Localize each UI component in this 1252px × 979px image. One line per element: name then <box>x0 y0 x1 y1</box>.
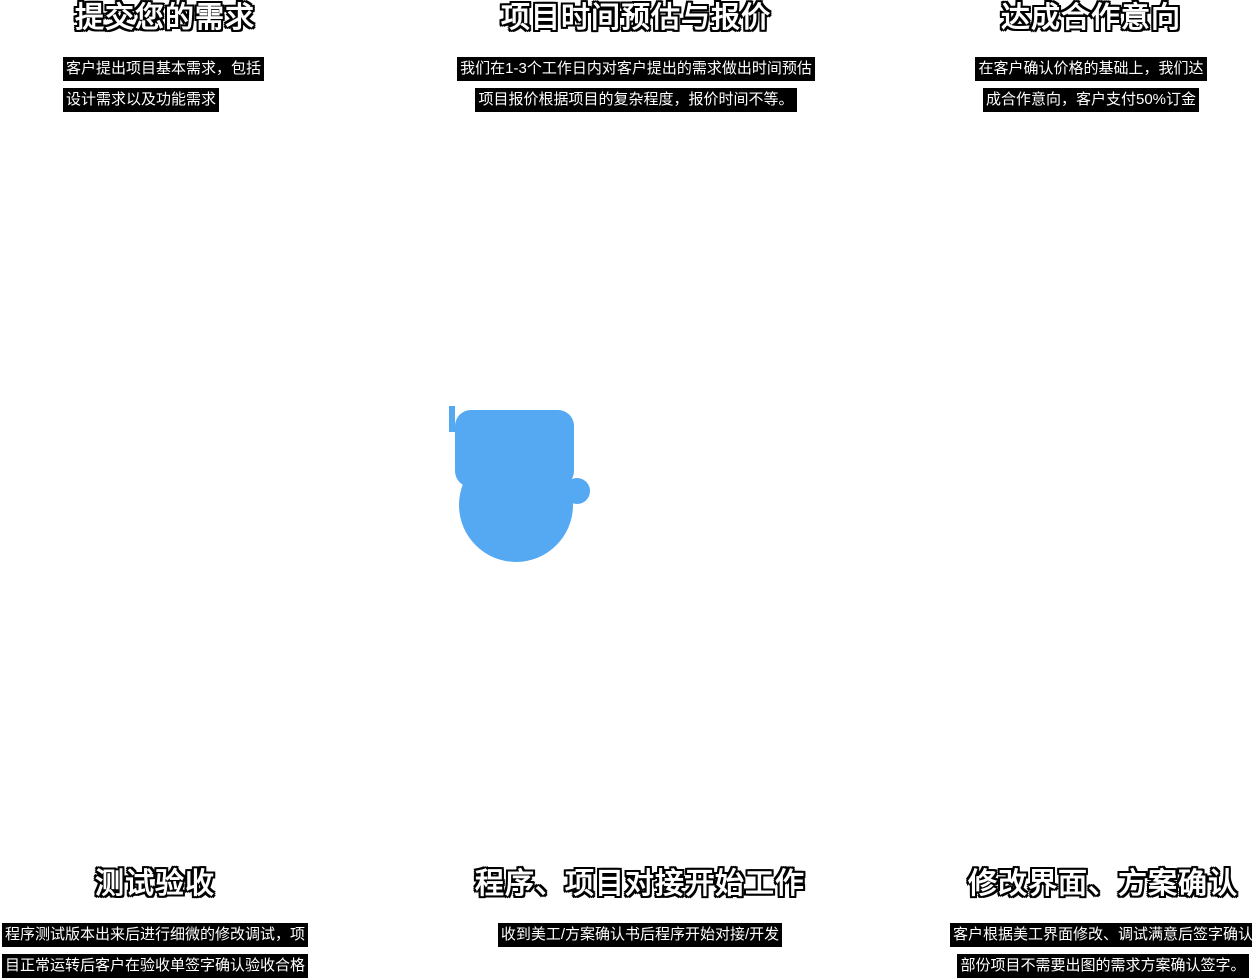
step-description: 客户提出项目基本需求，包括 设计需求以及功能需求 <box>15 57 315 112</box>
center-process-icon <box>448 404 590 566</box>
step-ui-revision-confirm: 修改界面、方案确认 客户根据美工界面修改、调试满意后签字确认 部份项目不需要出图… <box>938 866 1252 979</box>
step-testing-acceptance: 测试验收 程序测试版本出来后进行细微的修改调试，项 目正常运转后客户在验收单签字… <box>0 866 318 979</box>
step-title: 达成合作意向 <box>1000 2 1181 34</box>
step-title: 项目时间预估与报价 <box>500 2 771 34</box>
step-title: 提交您的需求 <box>74 2 255 34</box>
step-description-line: 客户根据美工界面修改、调试满意后签字确认 <box>949 923 1252 947</box>
step-description-line: 客户提出项目基本需求，包括 <box>63 57 265 81</box>
step-description: 客户根据美工界面修改、调试满意后签字确认 部份项目不需要出图的需求方案确认签字。 <box>938 923 1252 978</box>
step-description: 我们在1-3个工作日内对客户提出的需求做出时间预估 项目报价根据项目的复杂程度，… <box>440 57 832 112</box>
step-description-line: 成合作意向，客户支付50%订金 <box>982 88 1200 112</box>
step-description-line: 收到美工/方案确认书后程序开始对接/开发 <box>497 923 783 947</box>
step-description: 在客户确认价格的基础上，我们达 成合作意向，客户支付50%订金 <box>938 57 1244 112</box>
step-title: 程序、项目对接开始工作 <box>474 868 805 900</box>
step-description-line: 项目报价根据项目的复杂程度，报价时间不等。 <box>475 88 797 112</box>
step-description-line: 我们在1-3个工作日内对客户提出的需求做出时间预估 <box>457 57 815 81</box>
step-title: 修改界面、方案确认 <box>967 868 1238 900</box>
step-description-line: 部份项目不需要出图的需求方案确认签字。 <box>957 954 1249 978</box>
step-description-line: 设计需求以及功能需求 <box>63 88 220 112</box>
step-description: 程序测试版本出来后进行细微的修改调试，项 目正常运转后客户在验收单签字确认验收合… <box>0 923 318 978</box>
step-title: 测试验收 <box>94 868 215 900</box>
process-icon-shape <box>449 406 590 562</box>
process-icon-svg <box>449 406 590 562</box>
step-cooperation-intent: 达成合作意向 在客户确认价格的基础上，我们达 成合作意向，客户支付50%订金 <box>938 0 1244 119</box>
step-description: 收到美工/方案确认书后程序开始对接/开发 <box>455 923 825 947</box>
step-development-start: 程序、项目对接开始工作 收到美工/方案确认书后程序开始对接/开发 <box>455 866 825 954</box>
step-time-estimate-quote: 项目时间预估与报价 我们在1-3个工作日内对客户提出的需求做出时间预估 项目报价… <box>440 0 832 119</box>
step-description-line: 程序测试版本出来后进行细微的修改调试，项 <box>1 923 308 947</box>
step-description-line: 在客户确认价格的基础上，我们达 <box>975 57 1207 81</box>
step-description-line: 目正常运转后客户在验收单签字确认验收合格 <box>1 954 308 978</box>
step-submit-requirements: 提交您的需求 客户提出项目基本需求，包括 设计需求以及功能需求 <box>15 0 315 119</box>
